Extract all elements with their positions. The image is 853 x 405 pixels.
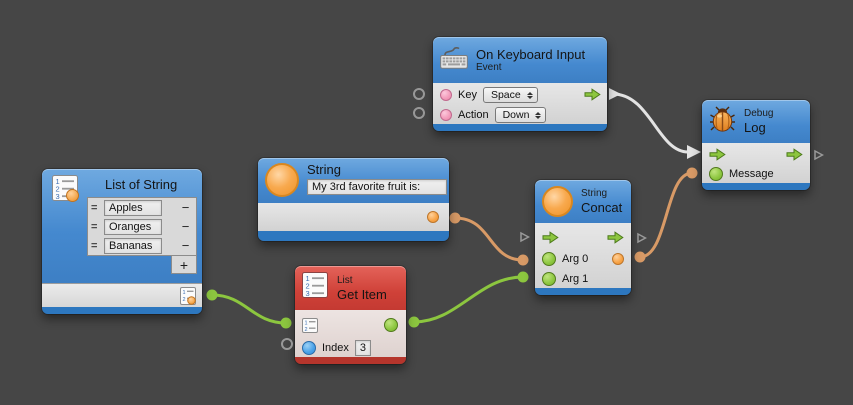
remove-item-button[interactable]: −: [181, 200, 190, 215]
unconnected-indicator: [518, 230, 531, 248]
svg-text:1: 1: [56, 177, 60, 186]
node-title: Get Item: [337, 286, 387, 302]
unconnected-indicator: [281, 338, 293, 350]
node-title: On Keyboard Input: [476, 46, 586, 62]
remove-item-button[interactable]: −: [181, 238, 190, 253]
action-dropdown[interactable]: Down: [494, 107, 547, 123]
port-key[interactable]: [440, 88, 452, 101]
svg-text:2: 2: [183, 297, 186, 303]
node-title: List of String: [105, 177, 178, 192]
unconnected-indicator: [635, 231, 648, 249]
list-item-field[interactable]: Bananas: [104, 237, 162, 254]
node-subtitle: String: [581, 188, 608, 199]
port-message[interactable]: [709, 166, 723, 181]
node-title: Concat: [581, 200, 623, 215]
svg-text:1: 1: [305, 320, 308, 326]
port-index-label: Index: [322, 342, 349, 354]
port-message-label: Message: [729, 167, 774, 180]
flow-in-port[interactable]: [709, 147, 726, 161]
svg-text:2: 2: [56, 185, 60, 194]
list-item-row: = Bananas −: [88, 236, 196, 255]
node-title: String: [307, 162, 341, 177]
node-get-item[interactable]: 1 2 3 List Get Item 1 2: [281, 266, 406, 364]
node-on-keyboard-input[interactable]: On Keyboard Input Event Key Space Action: [413, 37, 607, 131]
svg-text:1: 1: [306, 274, 310, 283]
port-action[interactable]: [440, 109, 452, 121]
list-items-panel: = Apples − = Oranges − = Bananas −: [87, 197, 197, 256]
node-footer: [42, 307, 202, 314]
drag-handle-icon[interactable]: =: [91, 201, 98, 214]
flow-in-port[interactable]: [542, 230, 559, 244]
key-dropdown-value: Space: [490, 88, 521, 101]
list-item-field[interactable]: Oranges: [104, 218, 162, 235]
port-arg1[interactable]: [542, 272, 556, 286]
remove-item-button[interactable]: −: [181, 219, 190, 234]
flow-out-port[interactable]: [584, 88, 601, 101]
port-key-label: Key: [458, 88, 477, 101]
wire-flow-keyboard-to-debug[interactable]: [609, 88, 701, 159]
index-value-field[interactable]: 3: [354, 340, 371, 356]
node-footer: [702, 183, 810, 190]
add-item-button[interactable]: +: [171, 255, 197, 274]
list-item-row: = Apples −: [88, 198, 196, 217]
svg-text:3: 3: [306, 289, 310, 298]
drag-handle-icon[interactable]: =: [91, 220, 98, 233]
port-action-label: Action: [458, 109, 489, 121]
wire-concat-to-debug[interactable]: [634, 167, 698, 263]
node-footer: [258, 231, 449, 241]
wire-getitem-to-concat[interactable]: [408, 271, 529, 328]
node-title: Log: [744, 120, 766, 135]
list-item-field[interactable]: Apples: [104, 199, 162, 216]
item-output-port[interactable]: [384, 318, 398, 332]
list-icon: 1 2 3: [52, 175, 79, 207]
svg-text:2: 2: [305, 327, 308, 333]
port-arg0[interactable]: [542, 252, 556, 266]
wire-string-to-concat[interactable]: [449, 212, 529, 266]
drag-handle-icon[interactable]: =: [91, 239, 98, 252]
flow-out-port[interactable]: [786, 147, 803, 161]
node-debug-log[interactable]: Debug Log Message: [702, 100, 825, 190]
svg-text:1: 1: [183, 290, 186, 296]
node-footer: [295, 357, 406, 364]
port-arg1-label: Arg 1: [562, 273, 589, 285]
action-dropdown-value: Down: [502, 109, 530, 121]
node-string-literal[interactable]: String My 3rd favorite fruit is:: [258, 158, 449, 241]
concat-output-port[interactable]: [612, 253, 624, 265]
svg-text:3: 3: [56, 192, 60, 201]
list-item-row: = Oranges −: [88, 217, 196, 236]
key-dropdown[interactable]: Space: [482, 86, 538, 103]
string-output-port[interactable]: [427, 211, 439, 223]
node-subtitle: Debug: [744, 108, 774, 119]
flow-out-port[interactable]: [607, 230, 624, 244]
node-footer: [433, 124, 607, 131]
node-list-of-string[interactable]: 1 2 3 List of String = Apples − =: [42, 169, 202, 314]
svg-text:2: 2: [306, 282, 310, 291]
port-index[interactable]: [302, 341, 316, 355]
unconnected-indicator: [413, 88, 425, 100]
wire-list-to-getitem[interactable]: [206, 289, 292, 329]
list-input-port[interactable]: 1 2: [302, 317, 318, 333]
node-footer: [535, 288, 631, 295]
string-type-icon: [265, 163, 299, 197]
unconnected-indicator: [812, 148, 825, 166]
node-concat[interactable]: String Concat Arg 0 Arg 1: [520, 180, 648, 295]
dropdown-updown-icon: [535, 112, 542, 119]
string-value-field[interactable]: My 3rd favorite fruit is:: [307, 179, 447, 195]
dropdown-updown-icon: [526, 91, 533, 99]
node-subtitle: List: [337, 274, 353, 286]
unconnected-indicator: [413, 107, 425, 119]
port-arg0-label: Arg 0: [562, 253, 589, 265]
list-output-port[interactable]: 1 2: [180, 287, 196, 310]
list-icon: 1 2 3: [302, 272, 329, 304]
string-type-icon: [542, 186, 573, 217]
keyboard-icon: [440, 46, 468, 74]
bug-icon: [709, 105, 736, 138]
list-output-strip: 1 2: [42, 283, 202, 307]
node-subtitle: Event: [476, 61, 502, 73]
